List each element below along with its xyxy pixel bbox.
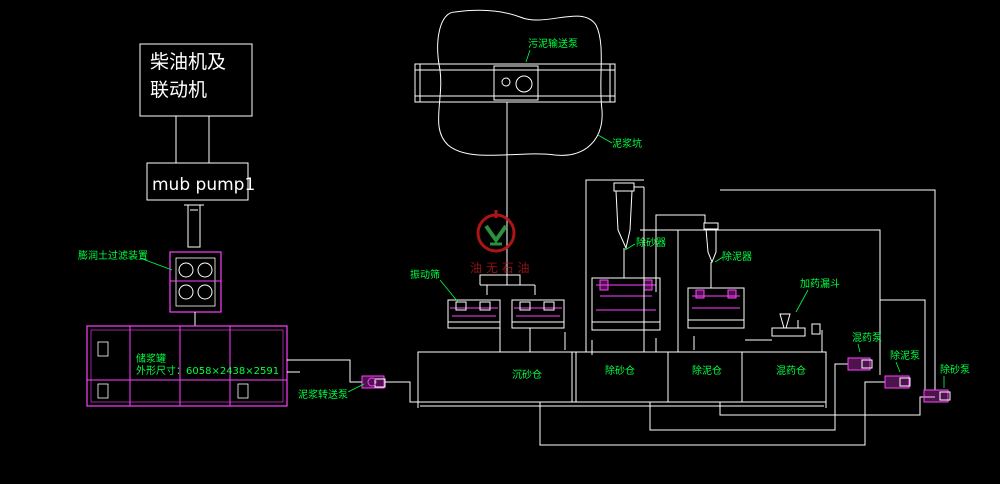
bentonite-filter-device (169, 251, 222, 326)
transfer-pump-label: 泥浆转送泵 (298, 388, 348, 401)
compartment-settling: 沉砂仓 (512, 368, 542, 381)
storage-tank-name: 储浆罐 (136, 352, 166, 365)
bentonite-filter-label: 膨润土过滤装置 (78, 249, 148, 262)
mud-pump-label: mub pump1 (152, 175, 255, 195)
watermark-text: 油 无 石 油 (470, 261, 529, 275)
desander-cyclone (613, 182, 644, 278)
compartment-desilt: 除泥仓 (692, 364, 722, 377)
mud-pump-box: mub pump1 (146, 162, 255, 201)
mixing-pump (847, 357, 873, 371)
mud-pit (437, 9, 603, 156)
desilter-cyclone (703, 222, 719, 288)
compartment-desand: 除砂仓 (605, 364, 635, 377)
mud-pit-label: 泥浆坑 (612, 137, 642, 150)
mud-transfer-pump (361, 375, 386, 389)
desilt-pump (884, 375, 911, 389)
vibrating-screen-2 (511, 299, 565, 329)
sludge-conveyor-pump (414, 63, 616, 103)
desilter-unit (687, 287, 745, 329)
main-tank: 沉砂仓 除砂仓 除泥仓 混药仓 (417, 351, 827, 403)
storage-tank: 储浆罐 外形尺寸：6058×2438×2591 (86, 325, 288, 407)
vibrating-screen-1 (447, 299, 501, 329)
hopper-label: 加药漏斗 (800, 278, 840, 290)
desander-unit (591, 277, 661, 331)
vibrating-screen-label: 振动筛 (410, 268, 440, 281)
desand-pump-label: 除砂泵 (940, 363, 970, 376)
storage-tank-dims: 外形尺寸：6058×2438×2591 (136, 364, 279, 377)
diesel-engine-label-2: 联动机 (150, 79, 207, 101)
sludge-pump-label: 污泥输送泵 (528, 37, 578, 50)
compartment-mixing: 混药仓 (776, 364, 806, 377)
watermark-logo (476, 210, 516, 253)
diesel-engine-label-1: 柴油机及 (150, 51, 226, 73)
desilter-label: 除泥器 (722, 250, 752, 263)
desilt-pump-label: 除泥泵 (890, 349, 920, 362)
desand-pump (923, 389, 951, 403)
chemical-hopper (771, 313, 821, 337)
desander-label: 除砂器 (636, 236, 666, 249)
diesel-engine-box: 柴油机及 联动机 (139, 43, 253, 117)
mixing-pump-label: 混药泵 (852, 332, 882, 344)
